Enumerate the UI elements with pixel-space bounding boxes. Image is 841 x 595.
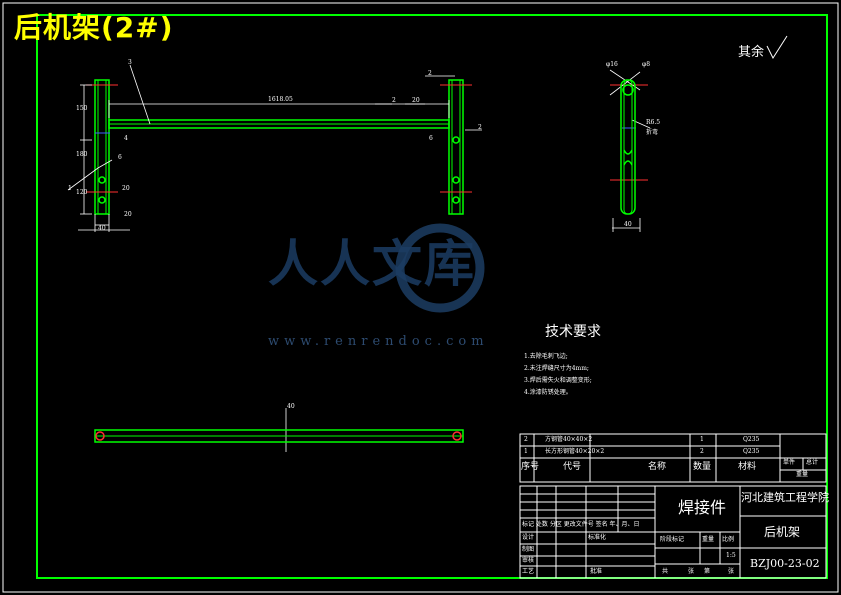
bom-row-2-code: 长方形钢管40×20×2 bbox=[545, 448, 605, 455]
bom-row-1-material: Q235 bbox=[743, 436, 760, 443]
tech-item-1: 1.去除毛刺飞边; bbox=[524, 353, 568, 360]
bom-header-no: 序号 bbox=[521, 462, 540, 472]
scale: 1:5 bbox=[726, 552, 736, 559]
mark-row: 标记 处数 分区 更改文件号 签名 年、月、日 bbox=[522, 521, 640, 528]
side-view bbox=[620, 79, 636, 215]
dim-20-left: 20 bbox=[412, 97, 420, 104]
center-lines bbox=[86, 84, 648, 193]
title-block-grid bbox=[519, 433, 827, 579]
tech-item-4: 4.涂漆防锈处理。 bbox=[524, 389, 572, 396]
tech-heading: 技术要求 bbox=[545, 324, 601, 340]
bottom-view bbox=[94, 429, 464, 443]
watermark-logo bbox=[395, 223, 485, 313]
front-view bbox=[94, 79, 464, 215]
dim-40-beam: 40 bbox=[287, 403, 295, 410]
standardization-label: 标准化 bbox=[588, 534, 607, 541]
dim-4: 4 bbox=[124, 135, 128, 142]
bom-header-qty: 数量 bbox=[693, 462, 712, 472]
dim-2b: 2 bbox=[392, 97, 396, 104]
dim-1: 1 bbox=[68, 185, 72, 192]
tech-item-3: 3.焊后需失火和调整变形; bbox=[524, 377, 592, 384]
dim-2c: 2 bbox=[478, 124, 482, 131]
dim-150: 150 bbox=[76, 105, 88, 112]
bend-note: 折弯 bbox=[646, 129, 659, 136]
process-label: 工艺 bbox=[522, 568, 535, 575]
sheet-label: 张 bbox=[688, 568, 695, 575]
dim-20-bottom: 20 bbox=[124, 211, 132, 218]
sheet-label-2: 张 bbox=[728, 568, 735, 575]
dim-6a: 6 bbox=[118, 154, 122, 161]
bom-row-1-code: 方钢管40×40×2 bbox=[545, 436, 593, 443]
dim-3: 3 bbox=[128, 59, 132, 66]
watermark-url: www.renrendoc.com bbox=[268, 334, 489, 349]
bom-row-1-qty: 1 bbox=[700, 436, 704, 443]
bom-row-2-material: Q235 bbox=[743, 448, 760, 455]
weight-label: 重量 bbox=[702, 536, 715, 543]
check-label: 审核 bbox=[522, 557, 535, 564]
bom-header-name: 名称 bbox=[648, 462, 667, 472]
tech-item-2: 2.未注焊缝尺寸为4mm; bbox=[524, 365, 589, 372]
dim-180: 180 bbox=[76, 151, 88, 158]
roughness-note: 其余 bbox=[738, 45, 765, 60]
draft-label: 制图 bbox=[522, 546, 535, 553]
watermark-text: 人人文库 bbox=[268, 235, 476, 293]
dim-6b: 6 bbox=[429, 135, 433, 142]
sheet-total: 共 bbox=[662, 568, 669, 575]
bom-row-2-no: 1 bbox=[524, 448, 528, 455]
sheet-title: 后机架(2#) bbox=[14, 11, 174, 44]
bom-header-weight: 重量 bbox=[796, 471, 809, 478]
drawing-number: BZJ00-23-02 bbox=[750, 557, 820, 570]
part-type: 焊接件 bbox=[678, 498, 727, 517]
design-label: 设计 bbox=[522, 534, 535, 541]
roughness-symbol bbox=[766, 35, 788, 60]
part-name: 后机架 bbox=[764, 525, 801, 539]
dim-phi16: φ16 bbox=[606, 61, 618, 68]
stage-mark-label: 阶段标记 bbox=[660, 536, 685, 543]
dim-40-right: 40 bbox=[624, 221, 632, 228]
dim-r: R6.5 bbox=[646, 119, 661, 126]
scale-label: 比例 bbox=[722, 536, 735, 543]
bom-row-2-qty: 2 bbox=[700, 448, 704, 455]
dim-top-length: 1618.05 bbox=[268, 96, 293, 103]
inner-frame bbox=[36, 14, 828, 579]
school-name: 河北建筑工程学院 bbox=[741, 491, 829, 504]
dim-40-bottom: 40 bbox=[98, 225, 106, 232]
dim-2a: 2 bbox=[428, 70, 432, 77]
dim-hole: φ8 bbox=[642, 61, 651, 68]
bom-header-material: 材料 bbox=[738, 462, 757, 472]
dim-20-right: 20 bbox=[122, 185, 130, 192]
dim-120: 120 bbox=[76, 189, 88, 196]
bom-header-total: 总计 bbox=[806, 459, 819, 466]
bom-row-1-no: 2 bbox=[524, 436, 528, 443]
bom-header-unit: 单件 bbox=[783, 459, 796, 466]
bom-header-code: 代号 bbox=[563, 462, 582, 472]
sheet-no: 第 bbox=[704, 568, 711, 575]
approve-label: 批准 bbox=[590, 568, 603, 575]
